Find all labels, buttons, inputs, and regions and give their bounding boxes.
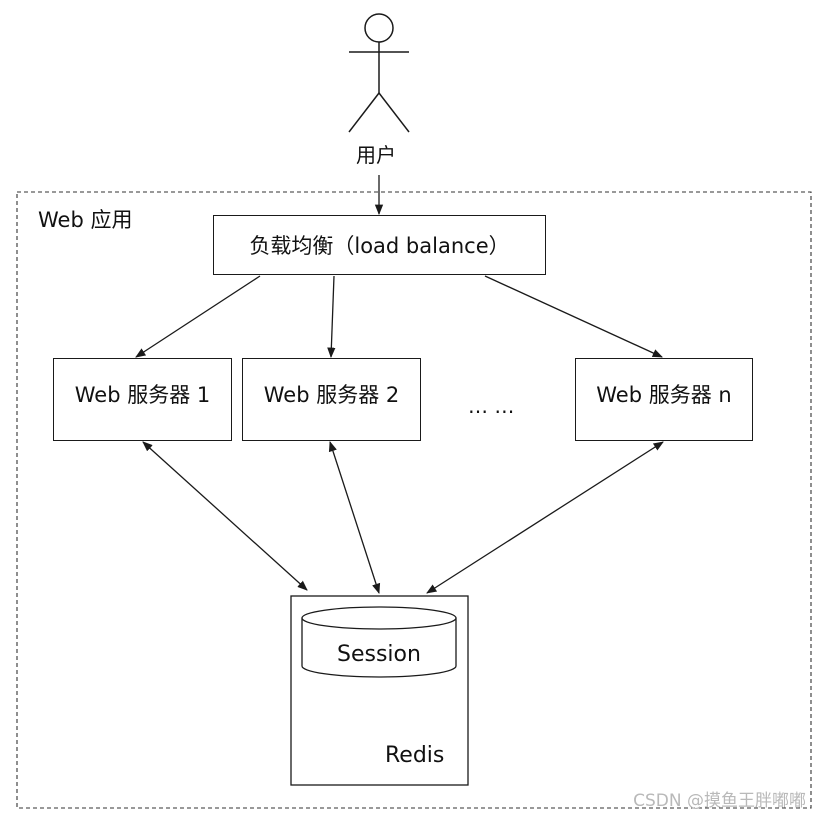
servers-ellipsis: … … bbox=[468, 394, 515, 418]
arrow-lb-to-server-1 bbox=[135, 275, 261, 358]
web-server-n-box: Web 服务器 n bbox=[575, 358, 753, 441]
arrow-lb-to-server-n bbox=[484, 275, 663, 358]
web-server-2-box: Web 服务器 2 bbox=[242, 358, 421, 441]
arrow-server-2-redis bbox=[328, 441, 381, 594]
web-server-2-label: Web 服务器 2 bbox=[263, 383, 400, 407]
csdn-watermark: CSDN @摸鱼王胖嘟嘟 bbox=[633, 791, 806, 811]
user-icon bbox=[348, 13, 410, 133]
load-balancer-label: 负载均衡（load balance） bbox=[249, 234, 510, 258]
web-app-label: Web 应用 bbox=[38, 208, 133, 232]
arrow-server-n-redis bbox=[426, 441, 664, 594]
arrow-server-1-redis bbox=[142, 441, 308, 591]
load-balancer-box: 负载均衡（load balance） bbox=[213, 215, 546, 275]
web-app-boundary bbox=[16, 191, 812, 809]
web-server-n-label: Web 服务器 n bbox=[596, 383, 732, 407]
web-server-1-label: Web 服务器 1 bbox=[74, 383, 211, 407]
user-label: 用户 bbox=[356, 143, 396, 167]
redis-label: Redis bbox=[385, 743, 445, 768]
web-server-1-box: Web 服务器 1 bbox=[53, 358, 232, 441]
session-cylinder-icon bbox=[301, 606, 457, 678]
session-label: Session bbox=[337, 642, 421, 667]
arrow-lb-to-server-2 bbox=[327, 275, 336, 359]
